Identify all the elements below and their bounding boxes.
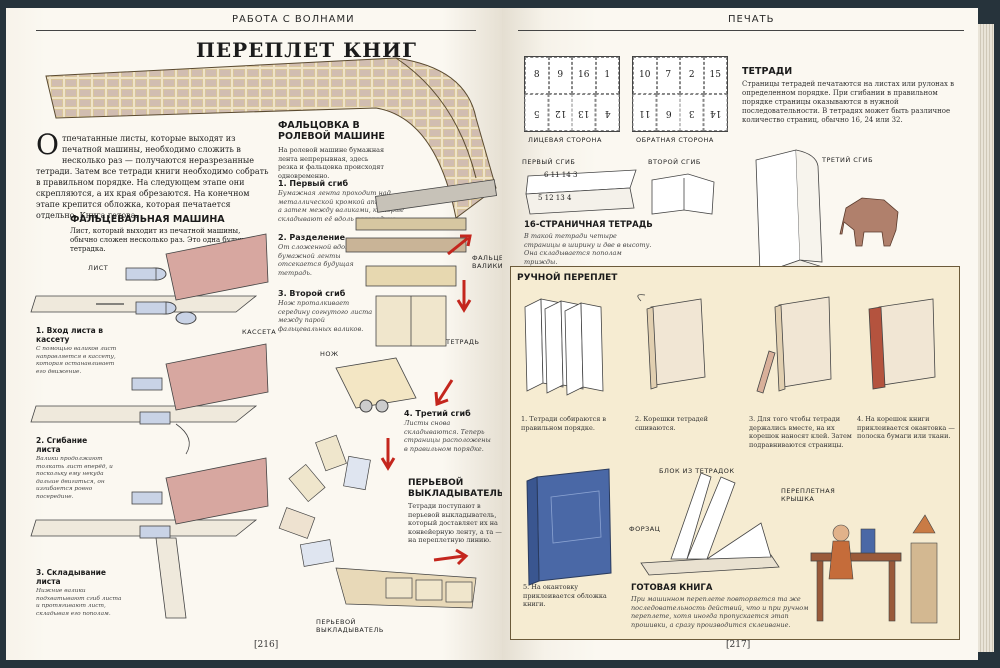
page-cell: 1: [595, 57, 619, 94]
label-back: ОБРАТНАЯ СТОРОНА: [636, 136, 714, 144]
sheet-front-diagram: 8 9 16 1 5 12 13 4: [524, 56, 620, 132]
label-cassette: КАССЕТА: [242, 328, 277, 336]
ready-book-heading: ГОТОВАЯ КНИГА: [631, 583, 713, 593]
binding-step5: 5. На окантовку приклеивается обложка кн…: [523, 583, 607, 608]
page-cell: 14: [703, 94, 727, 131]
label-fold2: ВТОРОЙ СГИБ: [648, 158, 701, 166]
notebooks-text: Страницы тетрадей печатаются на листах и…: [742, 80, 955, 124]
page-cell: 8: [525, 57, 549, 94]
feather-text: Тетради поступают в перьевой выкладывате…: [408, 502, 502, 544]
folding-machine-text: Лист, который выходит из печатной машины…: [70, 227, 255, 253]
fold1-numbers-low: 5 12 13 4: [538, 194, 572, 202]
second-fold-illustration: [651, 173, 715, 215]
sixteen-heading: 16-СТРАНИЧНАЯ ТЕТРАДЬ: [524, 220, 653, 230]
roll-step1-title: 1. Первый сгиб: [278, 179, 349, 188]
roll-machine-text: На ролевой машине бумажная лента непреры…: [278, 146, 385, 180]
binding-step3: 3. Для того чтобы тетради держались вмес…: [749, 415, 852, 449]
fold-step3-title: 3. Складывание листа: [36, 568, 106, 586]
sixteen-text: В такой тетради четыре страницы в ширину…: [524, 232, 652, 266]
page-number-right: [217]: [726, 640, 751, 650]
label-fold1: ПЕРВЫЙ СГИБ: [522, 158, 576, 166]
page-cell: 12: [548, 94, 572, 131]
ready-book-text: При машинном переплете повторяется та же…: [631, 595, 809, 629]
hand-binding-panel: РУЧНОЙ ПЕРЕПЛЕТ 1. Тетради собираются в …: [510, 266, 960, 640]
right-page: ПЕЧАТЬ 8 9 16 1 5 12 13 4 10 7 2 15 11 6…: [502, 8, 978, 660]
label-rollers: ФАЛЬЦЕВЫЕ ВАЛИКИ: [472, 254, 502, 270]
page-cell: 3: [680, 94, 704, 131]
label-notebook: ТЕТРАДЬ: [446, 338, 480, 346]
label-knife: НОЖ: [320, 350, 339, 358]
roll-step4-text: Листы снова складываются. Теперь страниц…: [404, 419, 491, 453]
intro-text: тпечатанные листы, которые выходят из пе…: [36, 134, 269, 220]
sheet-back-diagram: 10 7 2 15 11 6 3 14: [632, 56, 728, 132]
spine-strip-illustration: [868, 298, 936, 390]
roll-machine-illustration: [335, 179, 497, 413]
roll-machine-heading: ФАЛЬЦОВКА В РОЛЕВОЙ МАШИНЕ: [278, 120, 385, 142]
page-cell: 7: [656, 57, 680, 94]
first-fold-illustration: [525, 169, 637, 215]
folding-machine-heading: ФАЛЬЦЕВАЛЬНАЯ МАШИНА: [70, 214, 225, 225]
fold-step2-title: 2. Сгибание листа: [36, 436, 88, 454]
page-cell: 2: [680, 57, 704, 94]
fold-step1-text: С помощью валиков лист направляется в ка…: [36, 346, 117, 375]
page-cell: 10: [633, 57, 657, 94]
roll-step3-text: Нож проталкивает середину согнутого лист…: [278, 299, 373, 333]
elephant-icon: [839, 197, 899, 247]
page-cell: 4: [595, 94, 619, 131]
label-endpaper: ФОРЗАЦ: [629, 525, 661, 533]
page-cell: 11: [633, 94, 657, 131]
feather-heading: ПЕРЬЕВОЙ ВЫКЛАДЫВАТЕЛЬ: [408, 478, 502, 499]
header-rule: [518, 30, 964, 31]
folding-machine-illustration: [30, 233, 269, 619]
blue-cover-book-illustration: [526, 468, 612, 586]
label-block: БЛОК ИЗ ТЕТРАДОК: [659, 467, 735, 475]
binding-step2: 2. Корешки тетрадей сшиваются.: [635, 415, 708, 432]
page-cell: 5: [525, 94, 549, 131]
sewn-spine-illustration: [637, 294, 706, 390]
label-cover: ПЕРЕПЛЕТНАЯ КРЫШКА: [781, 487, 836, 503]
page-title: ПЕРЕПЛЕТ КНИГ: [196, 38, 417, 62]
page-cell: 13: [572, 94, 596, 131]
page-edges: [978, 24, 994, 652]
glue-brush-illustration: [756, 296, 832, 394]
stacked-notebooks-illustration: [524, 298, 604, 396]
fold-step3-text: Нижние валики подхватывают сгиб листа и …: [36, 588, 122, 617]
arrow-icon: [456, 280, 472, 313]
page-cell: 16: [572, 57, 596, 94]
label-feather: ПЕРЬЕВОЙ ВЫКЛАДЫВАТЕЛЬ: [316, 618, 384, 634]
roll-step2-text: От сложенной вдоль бумажной ленты отсека…: [278, 243, 354, 277]
roll-step3-title: 3. Второй сгиб: [278, 289, 346, 298]
open-book-illustration: [640, 472, 780, 576]
page-cell: 6: [656, 94, 680, 131]
label-fold3: ТРЕТИЙ СГИБ: [822, 156, 874, 164]
roll-step2-title: 2. Разделение: [278, 233, 346, 242]
roll-step4-title: 4. Третий сгиб: [404, 409, 471, 418]
running-head-left: РАБОТА С ВОЛНАМИ: [232, 14, 355, 25]
arrow-icon: [447, 234, 472, 256]
label-face: ЛИЦЕВАЯ СТОРОНА: [528, 136, 602, 144]
dropcap: О: [36, 128, 59, 161]
page-cell: 9: [548, 57, 572, 94]
fold-step2-text: Валики продолжают толкать лист вперёд, и…: [36, 456, 113, 500]
arrow-icon: [380, 438, 396, 471]
fold-step1-title: 1. Вход листа в кассету: [36, 326, 104, 344]
feather-unloader-illustration: [278, 434, 477, 609]
header-rule: [36, 30, 476, 31]
binding-step4: 4. На корешок книги приклеивается оканто…: [857, 415, 955, 440]
reader-desk-illustration: [810, 514, 938, 624]
page-cell: 15: [703, 57, 727, 94]
running-head-right: ПЕЧАТЬ: [728, 14, 775, 25]
page-number-left: [216]: [254, 640, 279, 650]
notebooks-heading: ТЕТРАДИ: [742, 66, 793, 77]
hand-binding-heading: РУЧНОЙ ПЕРЕПЛЕТ: [517, 273, 618, 283]
binding-step1: 1. Тетради собираются в правильном поряд…: [521, 415, 607, 432]
label-sheet: ЛИСТ: [88, 264, 109, 272]
fold1-numbers: 6 11 14 3: [544, 171, 578, 179]
arrow-icon: [434, 379, 454, 407]
roll-step1-text: Бумажная лента проходит над металлическо…: [278, 189, 405, 223]
arrow-icon: [433, 548, 469, 566]
